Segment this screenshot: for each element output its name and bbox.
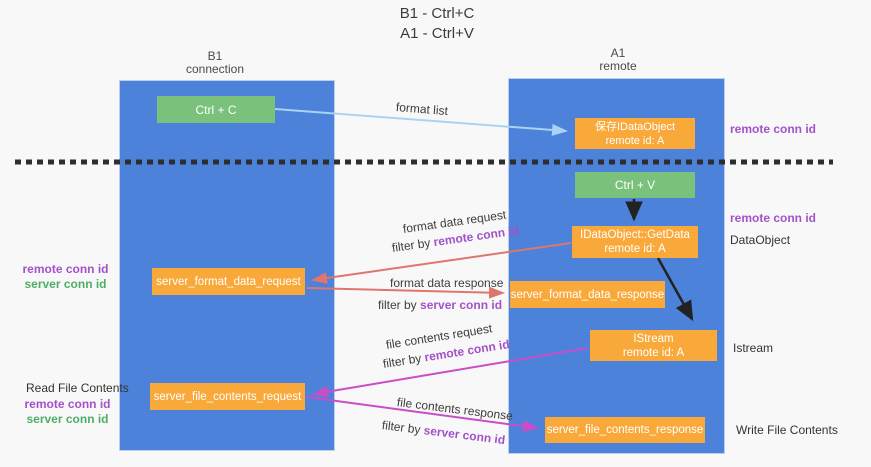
filter-by-text: filter by [391,235,435,255]
label-remote-conn-id-left2: remote conn id [24,397,111,411]
node-ctrl-c: Ctrl + C [157,96,275,123]
node-istream-line2: remote id: A [622,346,685,359]
node-ctrl-c-label: Ctrl + C [195,102,237,117]
lane-b1-role: connection [185,62,245,76]
lane-header-b1: B1 connection [165,50,265,76]
node-server-file-contents-request-label: server_file_contents_request [153,390,302,403]
label-read-file-contents: Read File Contents [26,381,129,395]
node-getdata-line2: remote id: A [604,243,666,255]
label-server-conn-id-left2: server conn id [26,412,109,426]
node-idataobject-getdata: IDataObject::GetData remote id: A [572,226,698,258]
node-server-file-contents-response: server_file_contents_response [545,417,705,443]
label-server-conn-id-left1: server conn id [24,277,107,291]
filter-by-text: filter by [381,350,426,371]
edge-label-format-data-response: format data response [390,276,504,290]
lane-b1-name: B1 [207,49,223,63]
edge-label-format-list: format list [395,100,449,119]
node-server-format-data-response: server_format_data_response [510,281,665,308]
diagram-title: B1 - Ctrl+C A1 - Ctrl+V [337,4,537,44]
filter-by-text: filter by [378,298,421,312]
node-ctrl-v: Ctrl + V [575,172,695,198]
label-remote-conn-id-top: remote conn id [730,122,817,136]
node-server-format-data-response-label: server_format_data_response [510,288,665,301]
node-server-format-data-request: server_format_data_request [152,268,305,295]
lane-a1-role: remote [599,59,637,73]
label-write-file-contents: Write File Contents [736,423,838,437]
label-remote-conn-id-left1: remote conn id [22,262,109,276]
left-conn-id-labels-file: remote conn id server conn id [20,397,115,427]
node-save-dataobject-line2: remote id: A [605,134,665,147]
node-istream-line1: IStream [633,332,674,345]
filter-server-conn-id: server conn id [420,298,503,312]
filter-server-conn-id: server conn id [422,423,506,448]
node-save-dataobject-line1: 保存IDataObject [594,120,676,133]
node-getdata-line1: IDataObject::GetData [580,229,690,241]
edge-label-filter-server-2: filter by server conn id [381,418,506,447]
edge-label-filter-server-1: filter by server conn id [378,298,502,312]
label-istream: Istream [733,341,774,355]
node-server-file-contents-request: server_file_contents_request [150,383,305,410]
filter-by-text: filter by [381,418,425,438]
label-remote-conn-id-mid: remote conn id [730,211,817,225]
title-line-2: A1 - Ctrl+V [400,25,474,42]
left-conn-id-labels-format: remote conn id server conn id [18,262,113,292]
node-save-dataobject: 保存IDataObject remote id: A [575,118,695,149]
node-server-file-contents-response-label: server_file_contents_response [546,424,704,436]
lane-header-a1: A1 remote [568,47,668,73]
node-istream: IStream remote id: A [590,330,717,361]
label-dataobject: DataObject [730,233,791,247]
node-ctrl-v-label: Ctrl + V [614,178,656,192]
node-server-format-data-request-label: server_format_data_request [156,275,301,288]
edge-label-file-contents-response: file contents response [396,395,514,424]
lane-a1-name: A1 [610,46,626,60]
title-line-1: B1 - Ctrl+C [399,5,475,22]
